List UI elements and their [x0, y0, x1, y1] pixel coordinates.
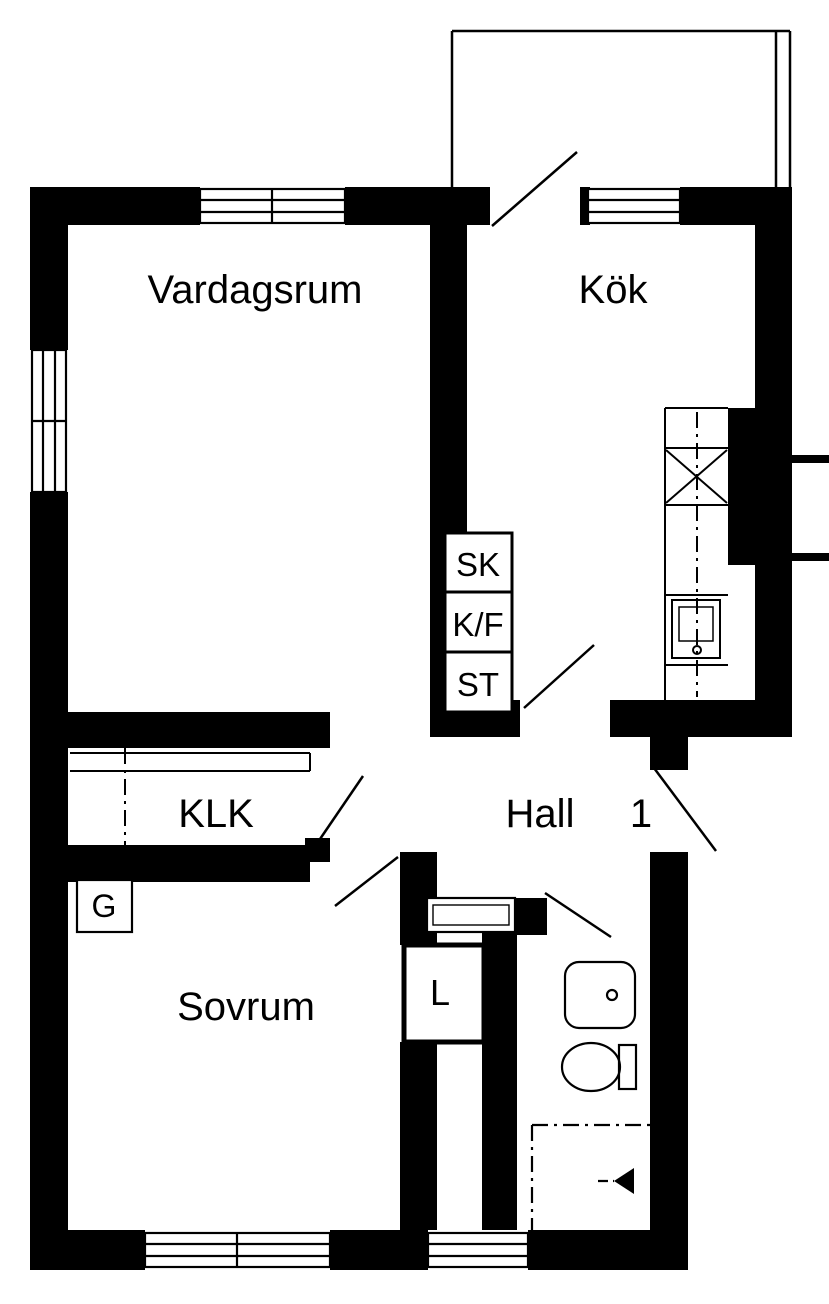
closet-l-label: L: [430, 972, 450, 1013]
niche-top-edge: [792, 455, 829, 463]
label-kok: Kök: [579, 268, 649, 312]
door-jamb: [305, 838, 330, 862]
wall-segment: [30, 1230, 145, 1270]
label-hall: Hall: [506, 792, 575, 836]
cabinet-st-box: [443, 650, 514, 714]
kitchen-counter: [664, 407, 728, 700]
wall-segment: [30, 845, 310, 882]
wall-segment: [650, 852, 688, 1270]
wall-segment: [755, 187, 792, 712]
wall-segment: [580, 187, 590, 225]
door-swing-bathroom: [544, 891, 612, 939]
room-labels: Vardagsrum Kök KLK Hall 1 Sovrum: [148, 268, 653, 1029]
wall-segment: [482, 930, 517, 1230]
cabinet-column: SK K/F ST: [443, 531, 514, 714]
door-swing-klk: [316, 775, 365, 843]
cabinet-sk-label: SK: [456, 546, 500, 583]
wardrobe-g-box: [75, 878, 134, 934]
hat-shelf-outer: [425, 896, 517, 934]
door-swings: [316, 151, 718, 939]
bathroom-fixtures: [530, 960, 650, 1230]
cabinet-st-label: ST: [457, 666, 499, 703]
wall-segment: [330, 1230, 428, 1270]
balcony-outline: [450, 29, 792, 187]
label-klk: KLK: [178, 792, 254, 836]
wardrobe-g: G: [75, 878, 134, 934]
wall-segment: [650, 737, 688, 770]
door-swing-balcony: [491, 151, 578, 227]
bathroom-sink: [563, 960, 637, 1030]
shower-valve-icon: [614, 1168, 634, 1194]
wall-segment: [610, 700, 792, 737]
shaft-block: [728, 408, 755, 565]
label-entrance-number: 1: [630, 792, 652, 836]
bathroom-sink-drain: [605, 988, 619, 1002]
klk-fittings: [70, 748, 311, 845]
window-bottom-second: [426, 1231, 530, 1269]
door-swing-entrance: [652, 767, 718, 852]
door-swing-kitchen: [523, 644, 595, 709]
hat-shelf-inner: [432, 904, 510, 926]
closet-l: L: [401, 942, 487, 1045]
wall-segment: [30, 712, 330, 748]
toilet-bowl: [560, 1041, 622, 1093]
niche-bottom-edge: [792, 553, 829, 561]
cabinet-kf-label: K/F: [452, 606, 503, 643]
wall-segment: [528, 1230, 688, 1270]
wardrobe-g-label: G: [92, 888, 117, 924]
window-kitchen-top: [586, 187, 682, 225]
toilet-tank: [617, 1043, 638, 1091]
walls: [30, 187, 829, 1270]
door-swing-bedroom: [334, 856, 399, 907]
wall-segment: [30, 187, 68, 350]
wall-segment: [345, 187, 490, 225]
wall-segment: [515, 898, 547, 935]
wall-segment: [400, 1042, 437, 1230]
label-vardagsrum: Vardagsrum: [148, 268, 363, 312]
closet-l-box: [401, 942, 487, 1045]
windows: [30, 187, 682, 1269]
label-sovrum: Sovrum: [177, 985, 315, 1029]
hat-shelf: [425, 896, 517, 934]
